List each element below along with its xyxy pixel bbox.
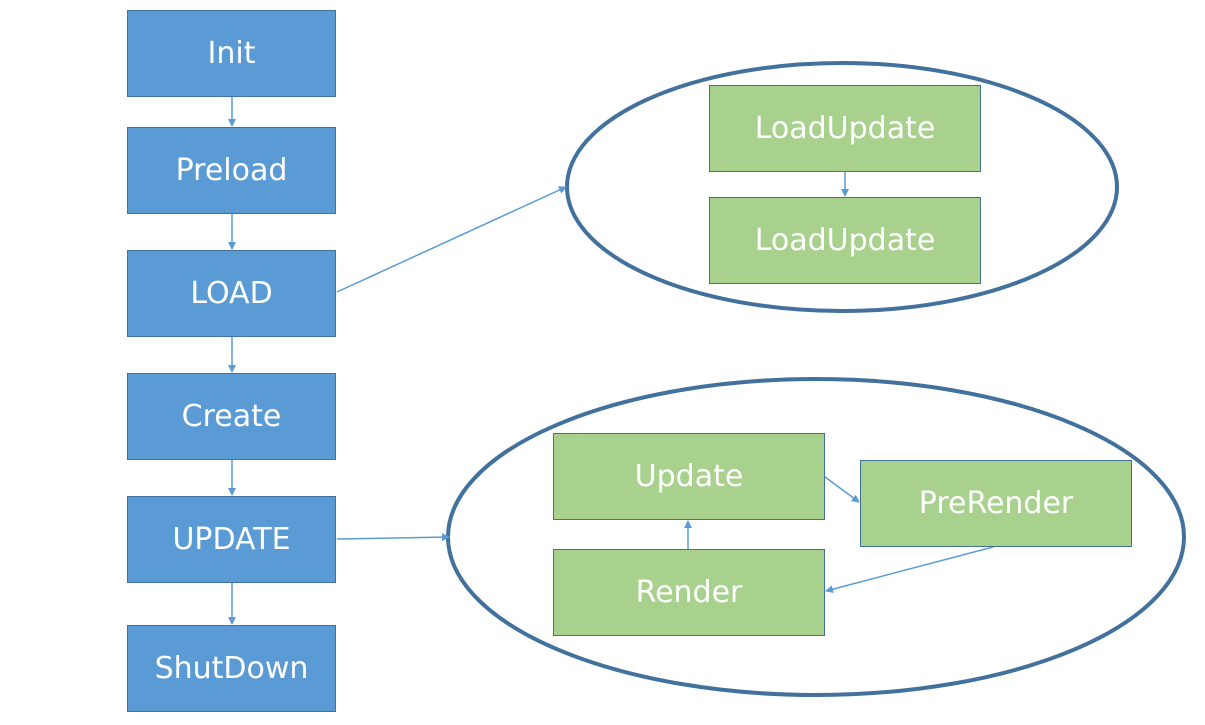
- update-label: UPDATE: [172, 522, 291, 557]
- load-box: LOAD: [127, 250, 336, 337]
- render-label: Render: [635, 575, 743, 610]
- arrow-update-to-detail: [336, 533, 450, 542]
- shutdown-box: ShutDown: [127, 625, 336, 712]
- loadupdate-box-2: LoadUpdate: [709, 197, 981, 284]
- init-label: Init: [207, 36, 256, 71]
- loadupdate-label-2: LoadUpdate: [754, 223, 936, 258]
- arrow-prerender-to-render: [825, 546, 994, 594]
- update-step-label: Update: [634, 459, 744, 494]
- prerender-box: PreRender: [860, 460, 1132, 547]
- update-step-box: Update: [553, 433, 825, 520]
- arrow-load-to-detail: [336, 186, 567, 293]
- loadupdate-label-1: LoadUpdate: [754, 111, 936, 146]
- create-box: Create: [127, 373, 336, 460]
- init-box: Init: [127, 10, 336, 97]
- loadupdate-box-1: LoadUpdate: [709, 85, 981, 172]
- preload-box: Preload: [127, 127, 336, 214]
- preload-label: Preload: [175, 153, 288, 188]
- shutdown-label: ShutDown: [154, 651, 309, 686]
- update-box: UPDATE: [127, 496, 336, 583]
- create-label: Create: [181, 399, 282, 434]
- load-label: LOAD: [190, 276, 273, 311]
- load-detail-ellipse: [565, 61, 1119, 313]
- render-box: Render: [553, 549, 825, 636]
- arrow-update-to-prerender: [824, 476, 860, 503]
- prerender-label: PreRender: [918, 486, 1074, 521]
